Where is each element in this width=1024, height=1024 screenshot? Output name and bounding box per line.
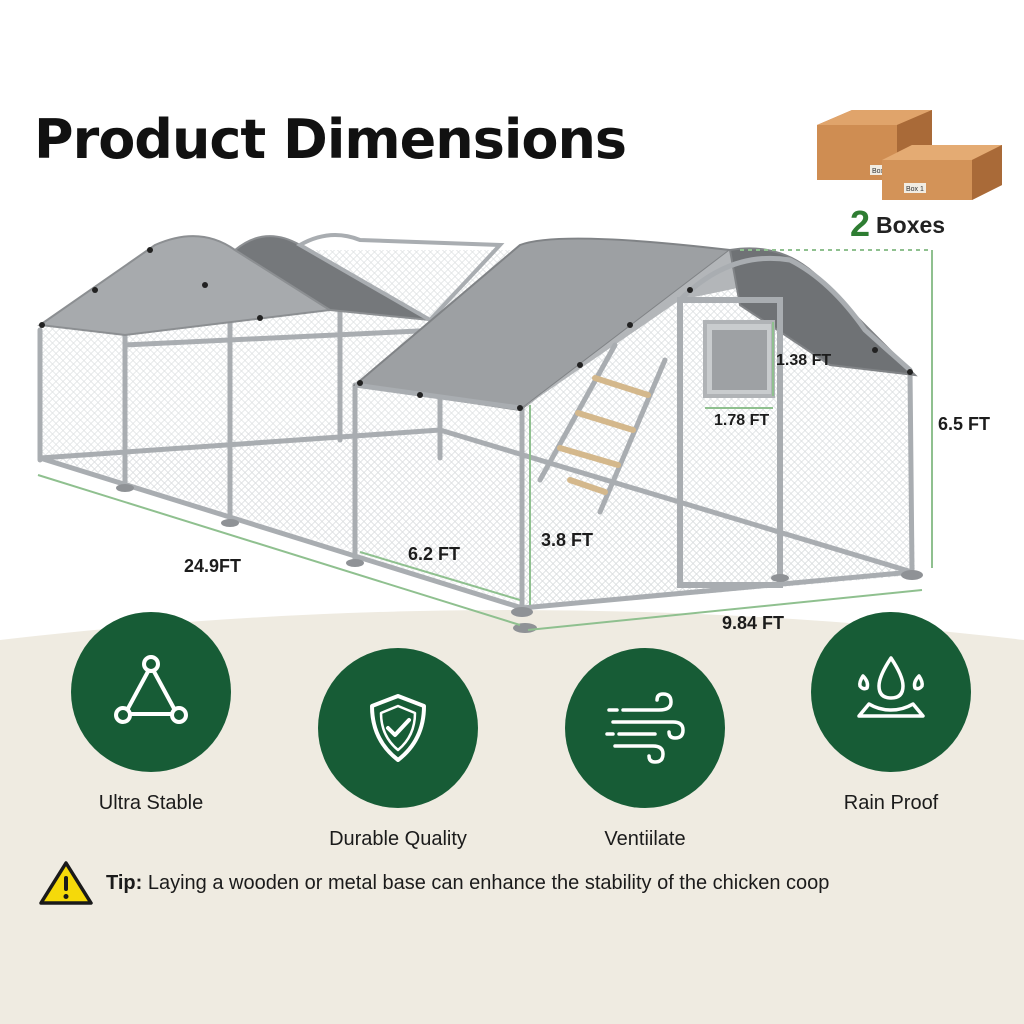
svg-text:Box 2: Box 2 (872, 168, 890, 175)
tip-label: Tip: (106, 871, 143, 894)
chicken-coop-illustration (37, 233, 933, 633)
boxes-text: Boxes (876, 212, 946, 238)
box-tag (904, 183, 926, 193)
wind-icon (605, 692, 685, 764)
water-drops-icon (857, 656, 925, 718)
shield-check-icon (370, 694, 426, 762)
feature-label: Durable Quality (329, 828, 467, 850)
length-dimension: 24.9FT (184, 556, 242, 576)
window-height-dimension: 1.38 FT (776, 352, 832, 369)
feature-durable-quality: Durable Quality (313, 648, 483, 851)
feature-label: Ventiilate (604, 828, 686, 850)
svg-text:Box 1: Box 1 (906, 186, 924, 193)
warning-icon (39, 861, 93, 905)
section-length-dimension: 6.2 FT (408, 544, 461, 564)
door-height-dimension: 3.8 FT (541, 530, 594, 550)
feature-rain-proof: Rain Proof (806, 612, 976, 815)
boxes-count: 2 (850, 203, 871, 244)
feature-label: Rain Proof (843, 792, 939, 814)
tip-body: Laying a wooden or metal base can enhanc… (142, 871, 830, 894)
height-dimension: 6.5 FT (938, 414, 991, 434)
page-title: Product Dimensions (34, 108, 627, 171)
feature-ventilate: Ventiilate (560, 648, 730, 851)
tip-text: Tip: Laying a wooden or metal base can e… (106, 872, 829, 895)
feature-ultra-stable: Ultra Stable (66, 612, 236, 815)
width-dimension: 9.84 FT (722, 613, 785, 633)
feature-badge (811, 612, 971, 772)
feature-label: Ultra Stable (98, 792, 204, 814)
box-tag (870, 165, 892, 175)
feature-badge (71, 612, 231, 772)
triangle-nodes-icon (114, 655, 188, 724)
tip-banner: Tip: Laying a wooden or metal base can e… (38, 860, 998, 906)
window-width-dimension: 1.78 FT (714, 412, 770, 429)
cardboard-boxes-icon: Box 2 Box 1 (817, 110, 1002, 200)
feature-badge (318, 648, 478, 808)
feature-badge (565, 648, 725, 808)
